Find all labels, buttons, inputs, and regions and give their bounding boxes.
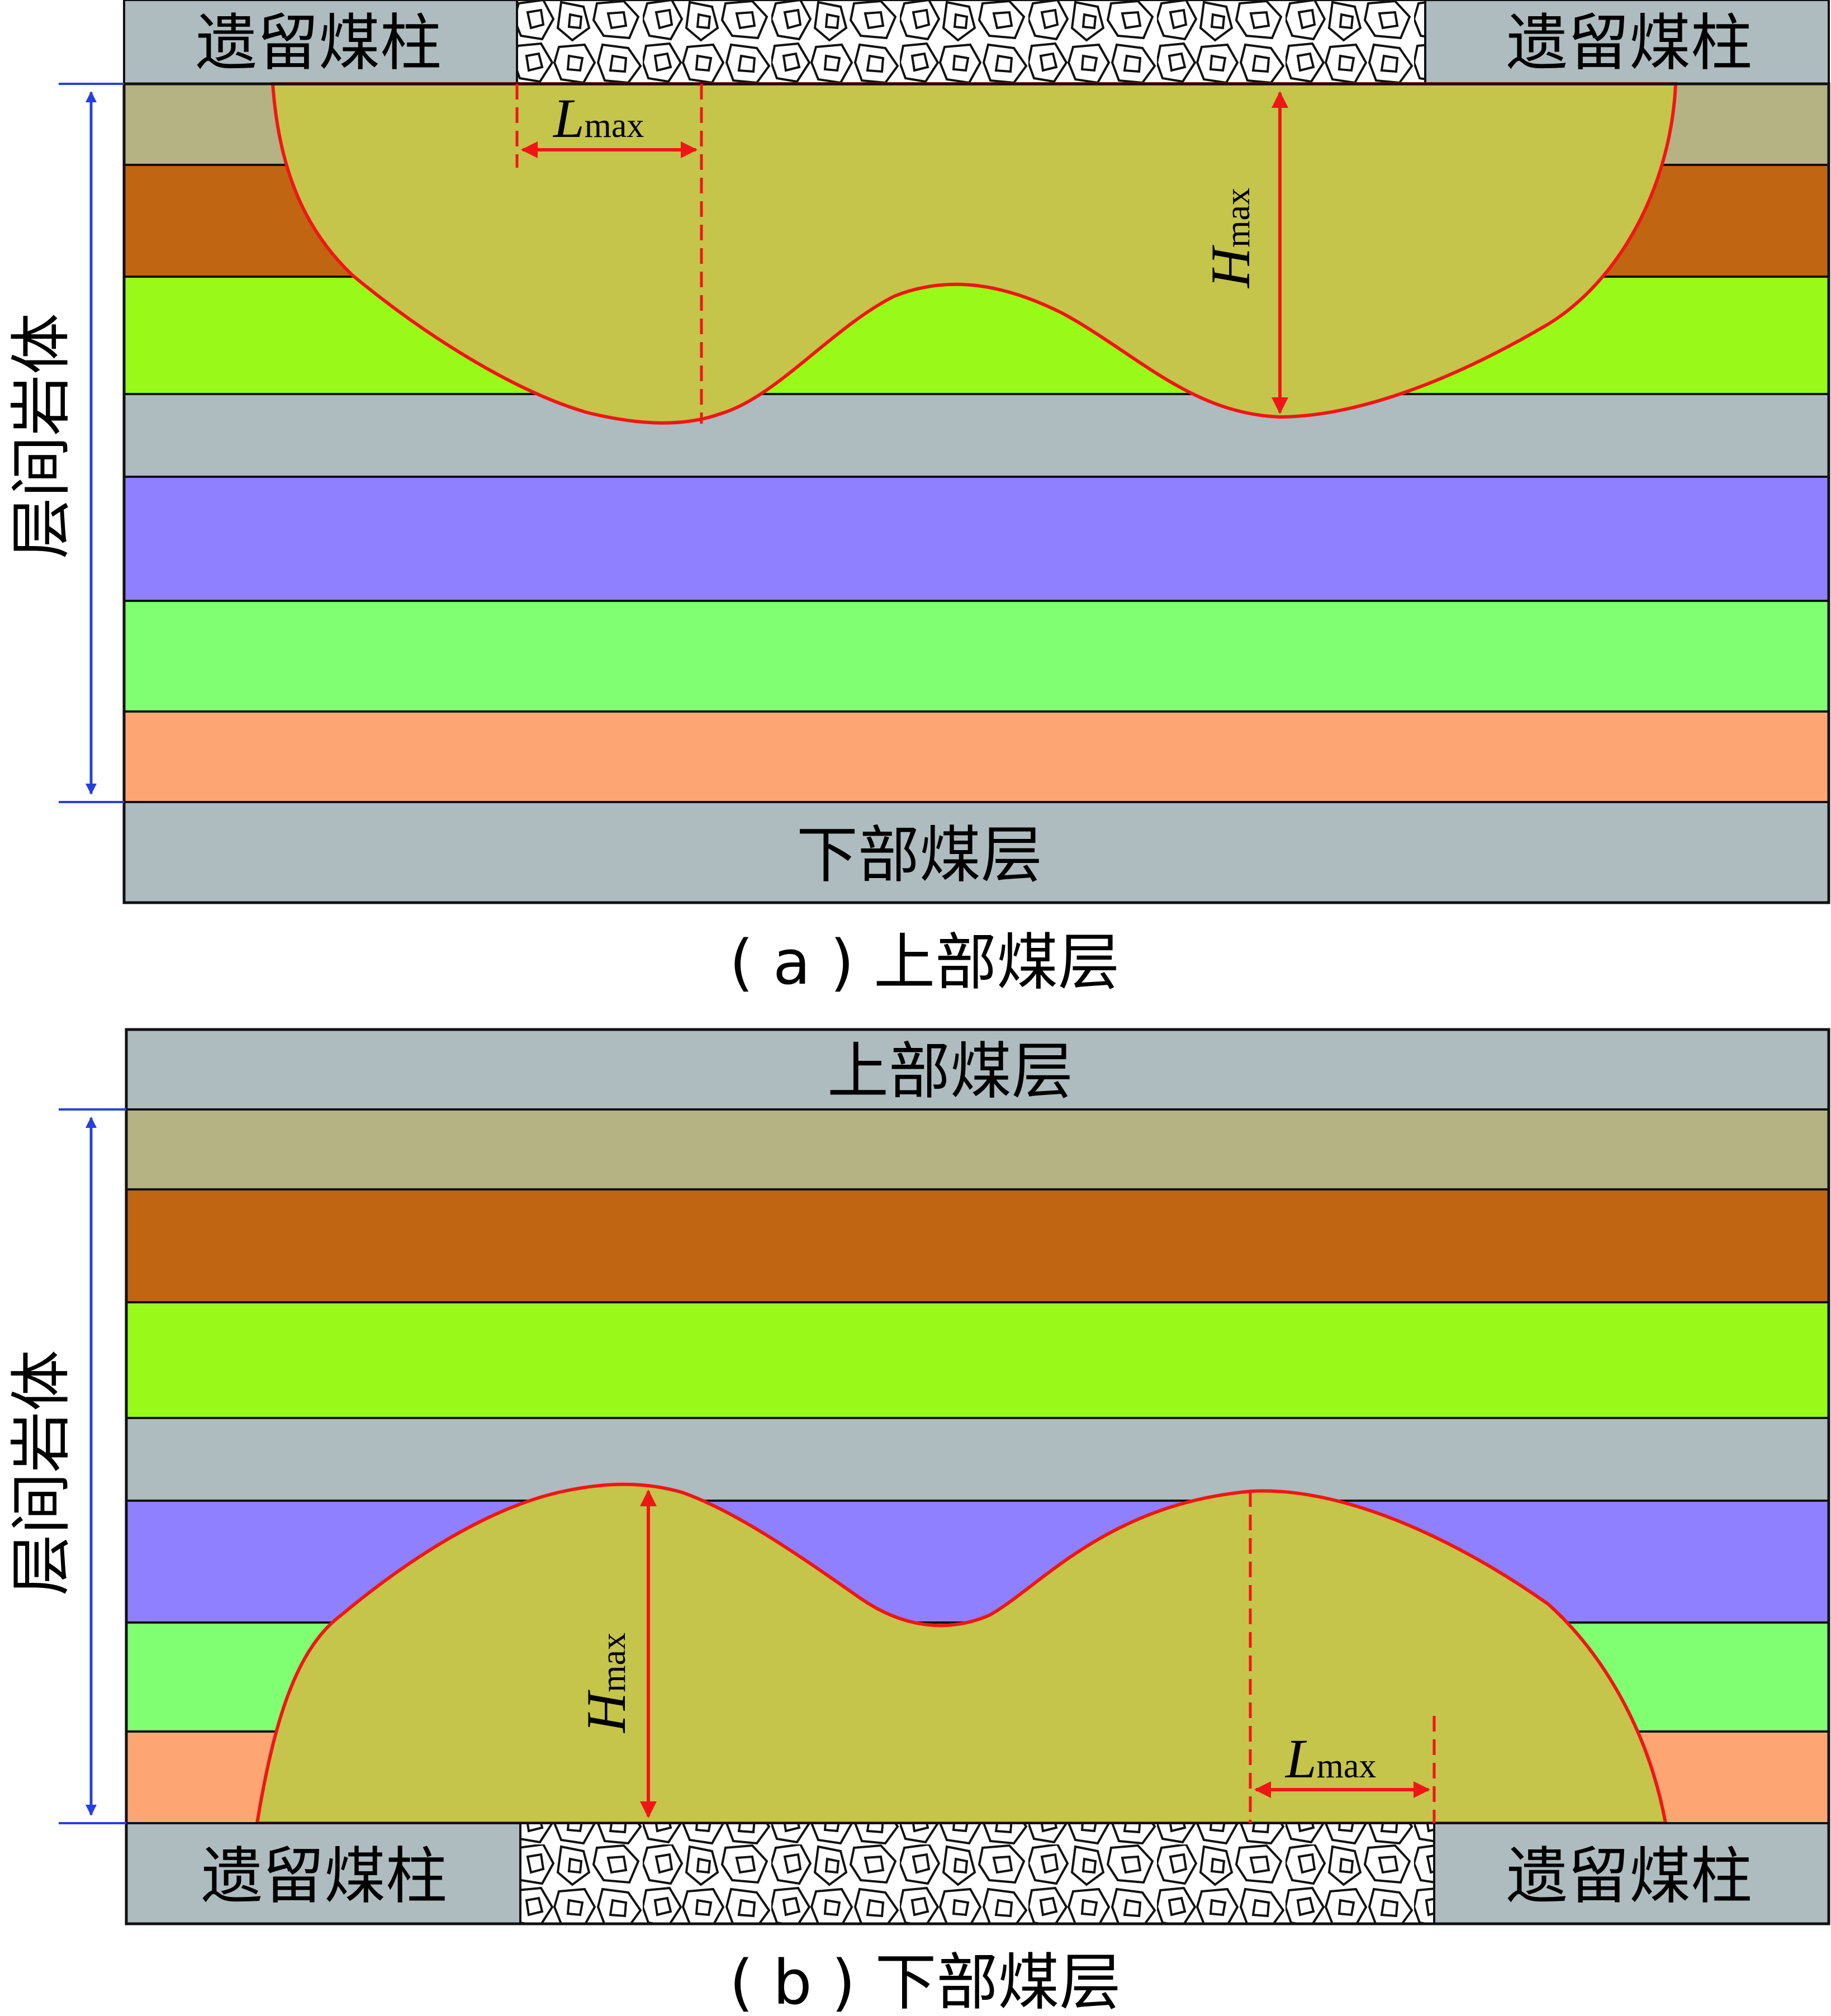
goaf-rubble-a <box>516 0 1426 85</box>
h-subscript-a: max <box>1219 188 1257 248</box>
lower-seam-label-a: 下部煤层 <box>796 819 1042 891</box>
l-max-label-a: Lmax <box>552 87 644 149</box>
stratum-a-5 <box>123 476 1830 602</box>
pillar-block-left-b <box>125 1822 521 1925</box>
stratum-b-2 <box>125 1108 1830 1190</box>
pillar-block-left-a <box>123 0 518 85</box>
stratum-b-4 <box>125 1301 1830 1419</box>
pillar-block-right-b <box>1433 1822 1830 1925</box>
damage-zone-a <box>271 82 1678 425</box>
stratum-a-6 <box>123 600 1830 713</box>
stratum-b-5 <box>125 1417 1830 1502</box>
damage-zone-b <box>255 1482 1668 1825</box>
l-subscript-a: max <box>585 107 644 145</box>
stratum-b-3 <box>125 1188 1830 1303</box>
pillar-label-left-b: 遗留煤柱 <box>201 1841 447 1912</box>
panel-a-frame <box>122 82 1830 904</box>
pillar-label-right-b: 遗留煤柱 <box>1506 1841 1752 1912</box>
pillar-label-right-a: 遗留煤柱 <box>1506 7 1752 79</box>
upper-seam-label-b: 上部煤层 <box>827 1036 1073 1107</box>
h-max-label-a: Hmax <box>1199 188 1261 289</box>
pillar-label-left-a: 遗留煤柱 <box>196 7 442 79</box>
l-symbol-a: L <box>552 87 585 149</box>
interlayer-label-b: 层间岩体 <box>6 1350 77 1596</box>
goaf-rubble-b <box>519 1822 1435 1925</box>
l-subscript-b: max <box>1317 1747 1377 1785</box>
stratum-a-7 <box>123 710 1830 803</box>
pillar-block-right-a <box>1424 0 1830 85</box>
stratum-a-8 <box>123 801 1830 904</box>
caption-b: ( b ) 下部煤层 <box>729 1947 1121 2016</box>
l-max-label-b: Lmax <box>1284 1728 1376 1790</box>
h-symbol-b: H <box>575 1690 637 1734</box>
l-symbol-b: L <box>1284 1728 1317 1790</box>
h-subscript-b: max <box>595 1633 633 1692</box>
caption-a: ( a ) 上部煤层 <box>729 927 1120 998</box>
interlayer-label-a: 层间岩体 <box>6 313 77 559</box>
h-symbol-a: H <box>1199 245 1261 289</box>
stratum-b-1 <box>125 1028 1830 1111</box>
stratum-a-4 <box>123 393 1830 478</box>
h-max-label-b: Hmax <box>575 1633 637 1734</box>
panel-b-frame <box>125 1028 1830 1925</box>
